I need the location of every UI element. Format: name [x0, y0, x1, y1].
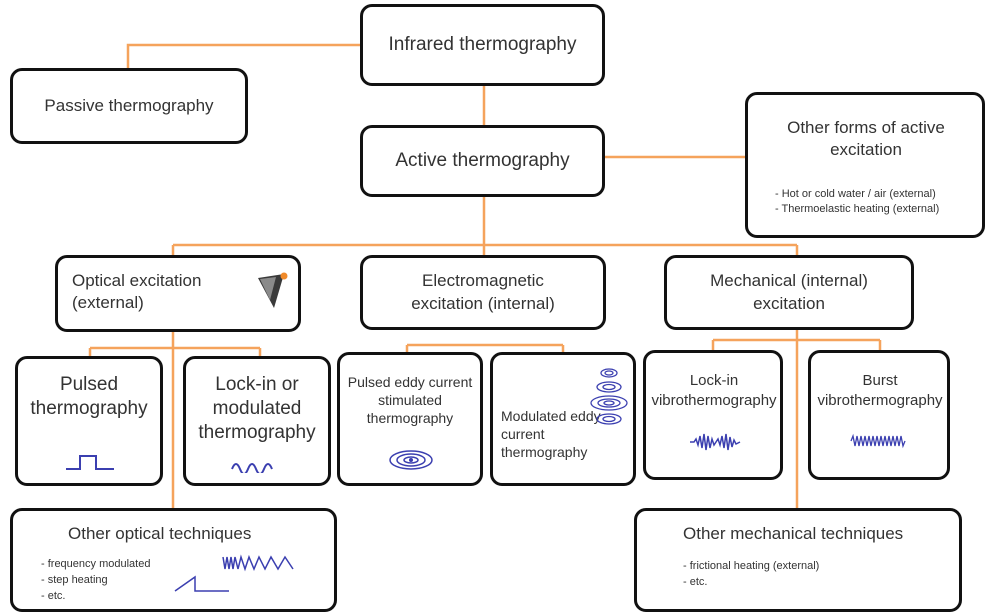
pulsed-thermography-label: Pulsed thermography — [30, 374, 148, 419]
other-active-excitation-title: Other forms of active excitation — [787, 118, 945, 160]
lockin-modulated-box: Lock-in or modulated thermography — [183, 356, 331, 486]
passive-thermography-label: Passive thermography — [44, 95, 214, 115]
infrared-thermography-box: Infrared thermography — [360, 4, 605, 86]
pulse-signal-icon — [66, 455, 114, 470]
electromagnetic-excitation-box: Electromagnetic excitation (internal) — [360, 255, 606, 330]
step-signal-icon — [174, 575, 229, 592]
eddy-coil-icon — [389, 450, 433, 470]
modulated-eddy-box: Modulated eddy current thermography — [490, 352, 636, 486]
burst-wave-icon — [850, 433, 906, 449]
electromagnetic-excitation-label: Electromagnetic excitation (internal) — [411, 271, 555, 313]
lockin-vibrothermography-box: Lock-in vibrothermography — [643, 350, 783, 480]
other-optical-techniques-box: Other optical techniques - frequency mod… — [10, 508, 337, 612]
infrared-thermography-label: Infrared thermography — [388, 34, 577, 56]
other-mechanical-item-2: - etc. — [683, 576, 708, 588]
burst-vibrothermography-label: Burst vibrothermography — [817, 372, 943, 409]
other-optical-title: Other optical techniques — [68, 524, 252, 543]
pulsed-eddy-box: Pulsed eddy current stimulated thermogra… — [337, 352, 483, 486]
pulsed-thermography-box: Pulsed thermography — [15, 356, 163, 486]
other-optical-item-2: - step heating — [41, 574, 108, 586]
other-active-item-2: - Thermoelastic heating (external) — [775, 203, 940, 215]
stacked-coils-icon — [590, 368, 628, 425]
chirp-wave-icon — [222, 554, 294, 572]
passive-thermography-box: Passive thermography — [10, 68, 248, 144]
other-mechanical-title: Other mechanical techniques — [683, 524, 904, 543]
mechanical-excitation-label: Mechanical (internal) excitation — [710, 271, 868, 313]
connector-infrared-passive — [126, 43, 360, 68]
other-mechanical-techniques-box: Other mechanical techniques - frictional… — [634, 508, 962, 612]
other-active-excitation-box: Other forms of active excitation - Hot o… — [745, 92, 985, 238]
modulated-eddy-label: Modulated eddy current thermography — [501, 408, 601, 461]
active-thermography-label: Active thermography — [395, 150, 570, 172]
lamp-icon — [258, 272, 288, 308]
other-mechanical-item-1: - frictional heating (external) — [683, 560, 820, 572]
lockin-vibrothermography-label: Lock-in vibrothermography — [651, 372, 777, 409]
other-optical-item-1: - frequency modulated — [41, 558, 151, 570]
burst-vibrothermography-box: Burst vibrothermography — [808, 350, 950, 480]
active-thermography-box: Active thermography — [360, 125, 605, 197]
pulsed-eddy-label: Pulsed eddy current stimulated thermogra… — [347, 374, 473, 427]
lockin-modulated-label: Lock-in or modulated thermography — [198, 374, 316, 443]
optical-excitation-box: Optical excitation (external) — [55, 255, 301, 332]
mechanical-excitation-box: Mechanical (internal) excitation — [664, 255, 914, 330]
sine-wave-icon — [231, 463, 273, 473]
optical-excitation-label: Optical excitation (external) — [72, 271, 202, 313]
other-active-item-1: - Hot or cold water / air (external) — [775, 188, 936, 200]
other-optical-item-3: - etc. — [41, 590, 66, 602]
burst-wave-icon — [690, 433, 741, 451]
